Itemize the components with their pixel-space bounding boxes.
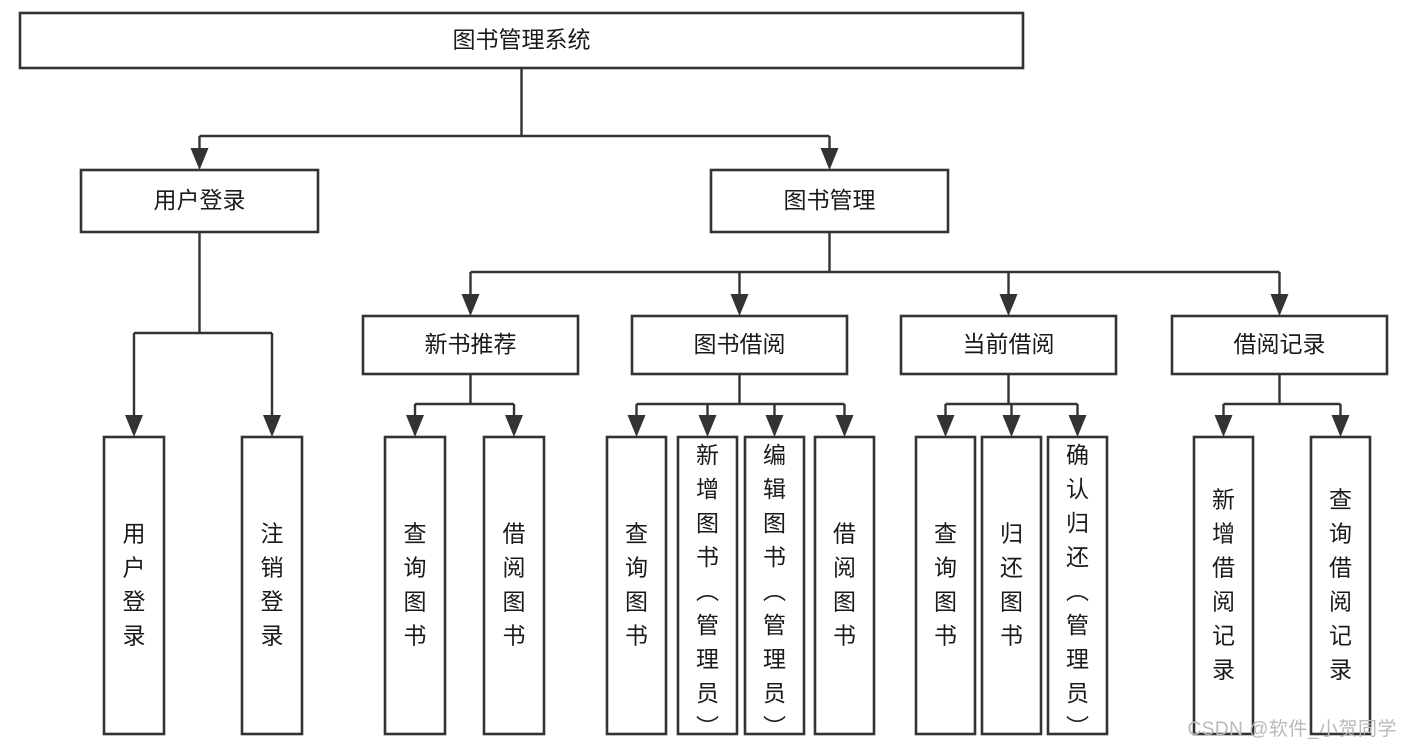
csdn-watermark: CSDN @软件_小贺同学 <box>1187 719 1397 740</box>
edge-group-borrow-record <box>1214 374 1350 437</box>
node-label: 查询借阅记录 <box>1329 487 1352 683</box>
node-label: 新书推荐 <box>425 331 517 357</box>
node-label: 查询图书 <box>934 521 957 649</box>
node-leaf-user-login[interactable]: 用户登录 <box>102 435 166 736</box>
node-label: 用户登录 <box>154 187 246 213</box>
node-book-borrow[interactable]: 图书借阅 <box>630 314 849 376</box>
node-leaf-query-book-rec[interactable]: 查询图书 <box>383 435 447 736</box>
node-label: 图书借阅 <box>694 331 786 357</box>
edge-group-new-book-rec <box>406 374 523 437</box>
node-label: 编辑图书︵管理员︶ <box>763 442 786 740</box>
edge-group-book-manage <box>461 232 1289 316</box>
nodes-layer: 图书管理系统用户登录图书管理新书推荐图书借阅当前借阅借阅记录用户登录注销登录查询… <box>18 11 1389 740</box>
node-leaf-query-book-cur[interactable]: 查询图书 <box>914 435 977 736</box>
node-label: 归还图书 <box>1000 521 1023 649</box>
edges-layer <box>125 68 1350 437</box>
node-label: 借阅图书 <box>503 521 526 649</box>
node-label: 新增图书︵管理员︶ <box>696 442 719 740</box>
node-leaf-confirm-return[interactable]: 确认归还︵管理员︶ <box>1046 435 1109 740</box>
node-label: 用户登录 <box>123 521 146 649</box>
node-book-manage[interactable]: 图书管理 <box>709 168 950 234</box>
node-leaf-add-book[interactable]: 新增图书︵管理员︶ <box>676 435 739 740</box>
node-leaf-return-book[interactable]: 归还图书 <box>980 435 1043 736</box>
node-root[interactable]: 图书管理系统 <box>18 11 1025 70</box>
node-leaf-borrow-book[interactable]: 借阅图书 <box>813 435 876 736</box>
node-label: 查询图书 <box>404 521 427 649</box>
node-current-borrow[interactable]: 当前借阅 <box>899 314 1118 376</box>
node-leaf-query-record[interactable]: 查询借阅记录 <box>1309 435 1372 736</box>
node-label: 图书管理系统 <box>453 27 591 53</box>
node-label: 借阅图书 <box>833 521 856 649</box>
edge-group-book-borrow <box>627 374 854 437</box>
node-label: 新增借阅记录 <box>1212 487 1235 683</box>
node-user-login[interactable]: 用户登录 <box>79 168 320 234</box>
node-leaf-borrow-book-rec[interactable]: 借阅图书 <box>482 435 546 736</box>
node-label: 当前借阅 <box>963 331 1055 357</box>
node-leaf-edit-book[interactable]: 编辑图书︵管理员︶ <box>743 435 806 740</box>
edge-group-root <box>190 68 839 170</box>
node-leaf-query-book[interactable]: 查询图书 <box>605 435 668 736</box>
node-label: 借阅记录 <box>1234 331 1326 357</box>
node-borrow-record[interactable]: 借阅记录 <box>1170 314 1389 376</box>
node-leaf-add-record[interactable]: 新增借阅记录 <box>1192 435 1255 736</box>
edge-group-user-login <box>125 232 281 437</box>
node-label: 图书管理 <box>784 187 876 213</box>
node-label: 查询图书 <box>625 521 648 649</box>
node-leaf-user-logout[interactable]: 注销登录 <box>240 435 304 736</box>
node-label: 注销登录 <box>261 521 284 649</box>
node-label: 确认归还︵管理员︶ <box>1066 442 1089 740</box>
edge-group-current-borrow <box>936 374 1087 437</box>
node-new-book-rec[interactable]: 新书推荐 <box>361 314 580 376</box>
